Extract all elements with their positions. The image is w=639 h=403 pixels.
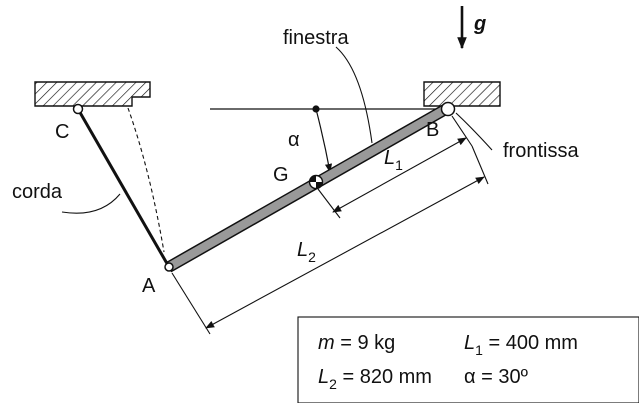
rope-line: [76, 108, 171, 268]
hinge-label: frontissa: [503, 140, 579, 162]
mass-value: m = 9 kg: [318, 332, 395, 354]
L2-label-symbol: L: [297, 239, 308, 261]
L1-label-subscript: 1: [395, 157, 403, 173]
rope-label: corda: [12, 181, 63, 203]
L1-extension-G: [317, 188, 341, 219]
hinge-leader-line: [455, 112, 493, 151]
L1-dimension-arrow: [332, 137, 467, 213]
pin-C: [72, 103, 84, 115]
L1-label-symbol: L: [384, 147, 395, 169]
rope-swing-dashed-arc: [127, 107, 165, 253]
alpha-value: α = 30º: [464, 366, 529, 388]
L2-label-subscript: 2: [308, 249, 316, 265]
L2-label: L2: [297, 239, 316, 265]
point-G-label: G: [273, 164, 289, 186]
center-of-gravity-symbol: [308, 174, 324, 190]
hinge-pin-B: [440, 101, 456, 117]
gravity-label: g: [473, 13, 486, 35]
alpha-label: α: [288, 129, 300, 151]
pin-A: [164, 262, 174, 272]
L1-label: L1: [384, 147, 403, 173]
alpha-angle-arc: [315, 108, 333, 173]
data-box: m = 9 kg L1 = 400 mm L2 = 820 mm α = 30º: [297, 316, 639, 403]
L2-extension-A: [171, 272, 211, 335]
L2-extension-B: [471, 145, 489, 185]
point-B-label: B: [426, 119, 439, 141]
L2-value: L2 = 820 mm: [318, 366, 432, 392]
L1-extension-B: [451, 115, 473, 147]
window-label: finestra: [283, 27, 349, 49]
L2-dimension-arrow: [205, 176, 485, 329]
left-ceiling-support: [34, 81, 151, 107]
window-leader-line: [335, 46, 373, 144]
rope-leader-line: [61, 193, 121, 214]
right-ceiling-support: [423, 81, 501, 107]
point-C-label: C: [55, 121, 69, 143]
point-A-label: A: [142, 275, 156, 297]
L1-value: L1 = 400 mm: [464, 332, 578, 358]
